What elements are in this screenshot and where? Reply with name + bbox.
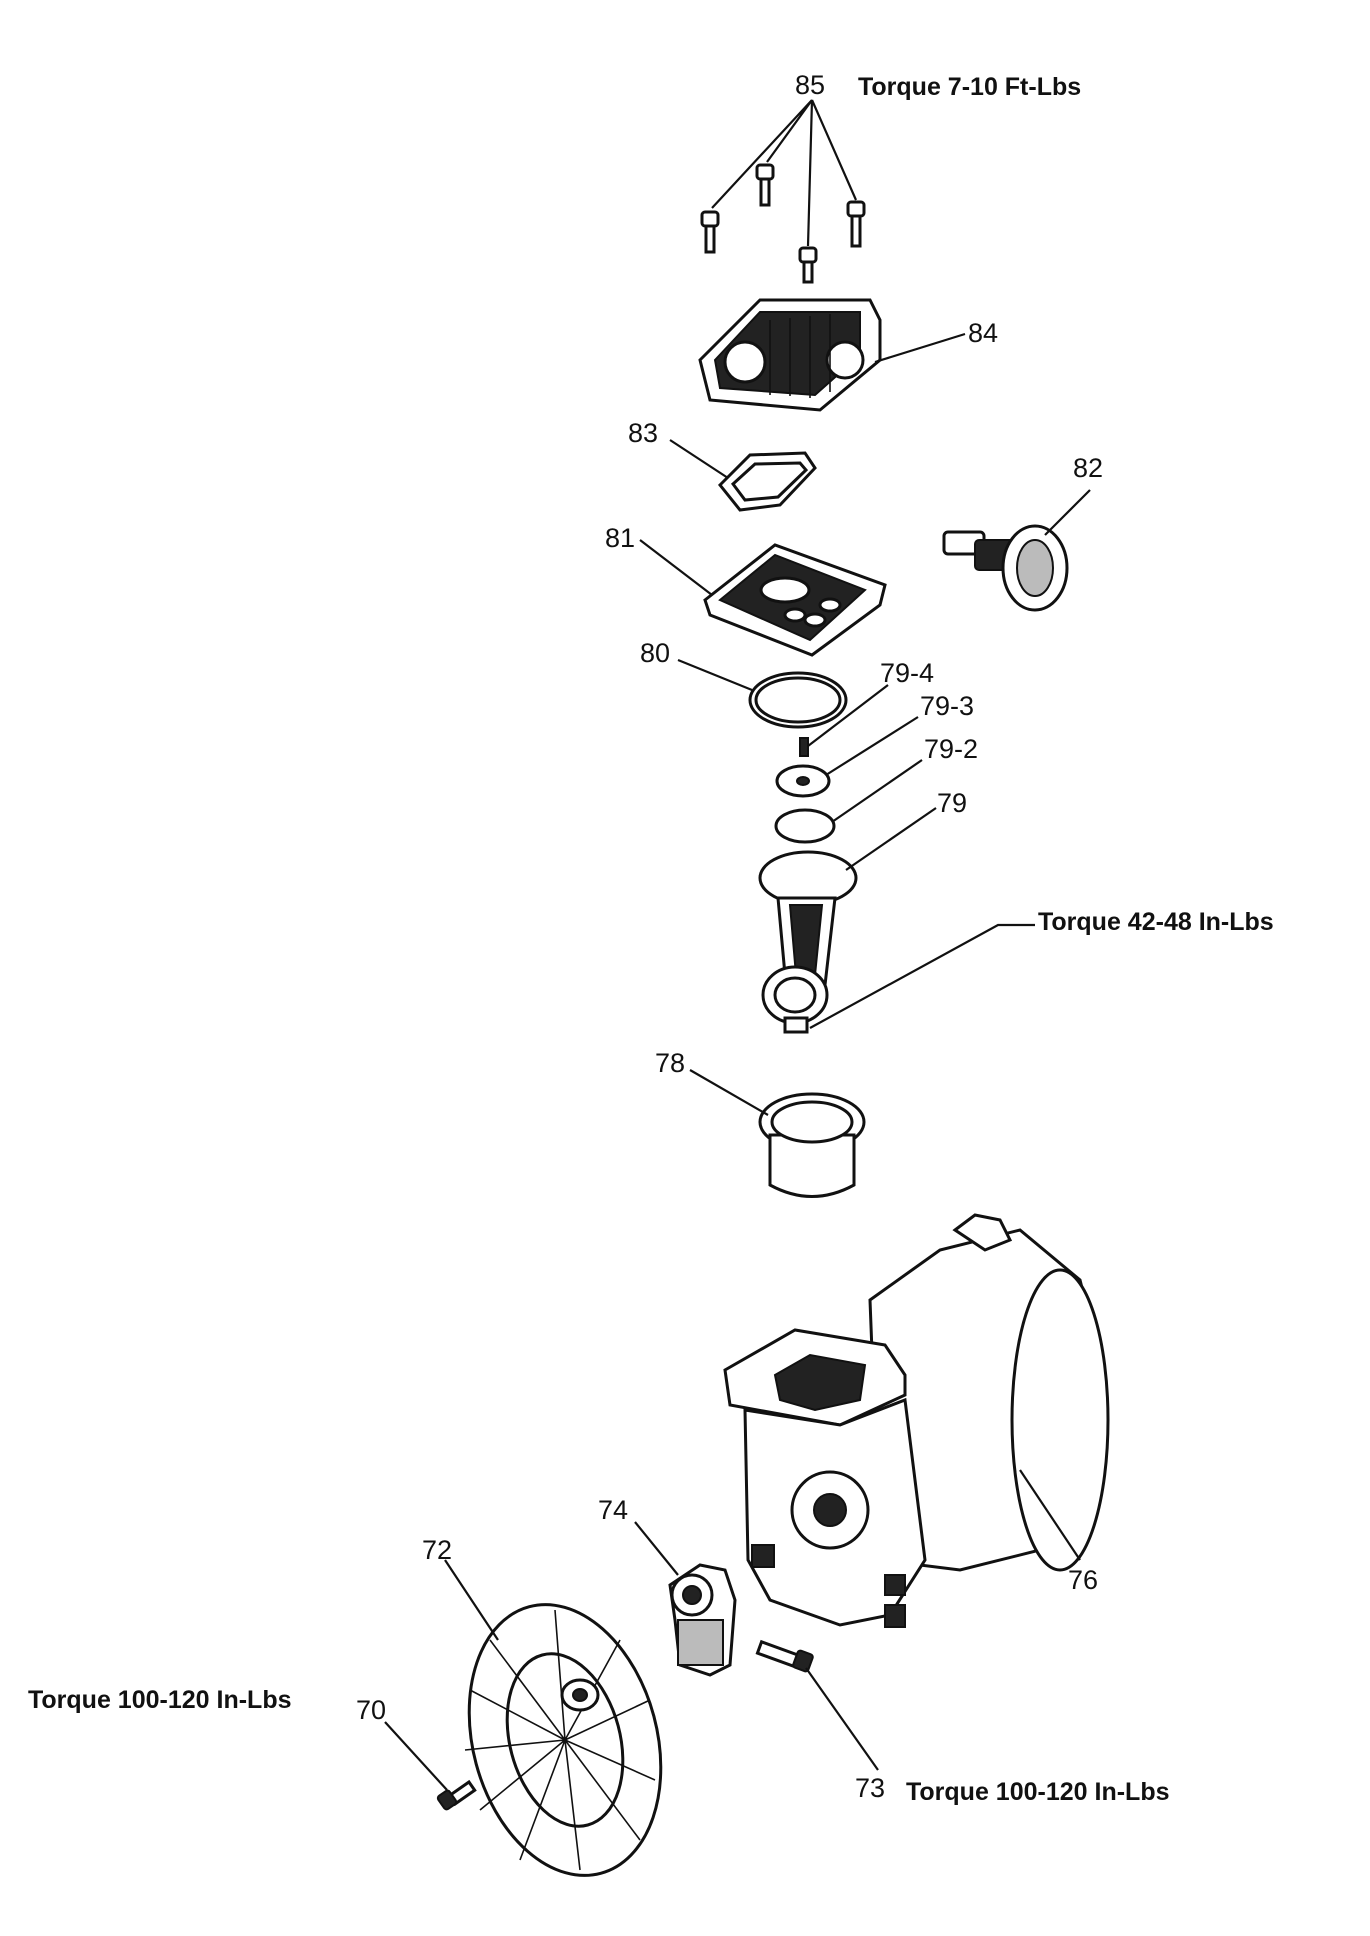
callout-83: 83 (628, 418, 659, 448)
gasket-83-inner (730, 461, 809, 502)
fan-72 (464, 1603, 663, 1877)
leader-79-4 (807, 684, 889, 747)
callout-79-2: 79-2 (924, 734, 979, 764)
leader-82 (1044, 489, 1091, 536)
bearing-block-74 (668, 1563, 737, 1677)
torque-fan-bolt: Torque 100-120 In-Lbs (28, 1686, 292, 1714)
leader-73 (805, 1667, 879, 1771)
leader-70 (384, 1721, 448, 1791)
callout-70: 70 (356, 1695, 387, 1725)
leader-torque-rod (809, 923, 1035, 1029)
valve-plate-81 (703, 543, 887, 657)
head-bolt-85 (700, 163, 866, 284)
cylinder-head-84 (698, 298, 882, 412)
leader-83 (669, 439, 729, 479)
callout-82: 82 (1073, 453, 1104, 483)
leader-84 (874, 332, 966, 364)
torque-bearing-bolt: Torque 100-120 In-Lbs (906, 1778, 1170, 1806)
leader-79-3 (825, 716, 919, 776)
callout-81: 81 (605, 523, 636, 553)
leader-74 (634, 1521, 679, 1576)
callout-85: 85 (795, 70, 826, 100)
leader-72 (444, 1559, 499, 1641)
leader-78 (689, 1069, 769, 1116)
callout-80: 80 (640, 638, 671, 668)
leader-81 (639, 539, 713, 596)
connecting-rod-79 (758, 850, 858, 1034)
leader-76 (1019, 1469, 1081, 1561)
callout-79-4: 79-4 (880, 658, 935, 688)
leader-80 (677, 658, 753, 692)
callout-79-3: 79-3 (920, 691, 975, 721)
torque-head-bolts: Torque 7-10 Ft-Lbs (858, 73, 1082, 101)
callout-73: 73 (855, 1773, 886, 1803)
cylinder-sleeve-78 (758, 1092, 866, 1198)
callout-76: 76 (1068, 1565, 1099, 1595)
callout-84: 84 (968, 318, 999, 348)
screw-79-4 (799, 737, 809, 757)
retainer-79-3-hole (796, 776, 810, 786)
callout-78: 78 (655, 1048, 686, 1078)
callout-74: 74 (598, 1495, 629, 1525)
leader-79-2 (831, 759, 923, 823)
leader-85 (711, 99, 858, 247)
leader-79 (845, 807, 937, 871)
callout-72: 72 (422, 1535, 453, 1565)
bolt-73 (755, 1639, 814, 1673)
o-ring-80-inner (754, 676, 842, 724)
ring-79-2 (774, 808, 836, 844)
torque-connecting-rod: Torque 42-48 In-Lbs (1038, 908, 1274, 936)
fan-bolt-70 (436, 1779, 477, 1811)
motor-crankcase-76 (723, 1213, 1110, 1628)
valve-assembly-82 (942, 524, 1069, 612)
callout-79: 79 (937, 788, 968, 818)
